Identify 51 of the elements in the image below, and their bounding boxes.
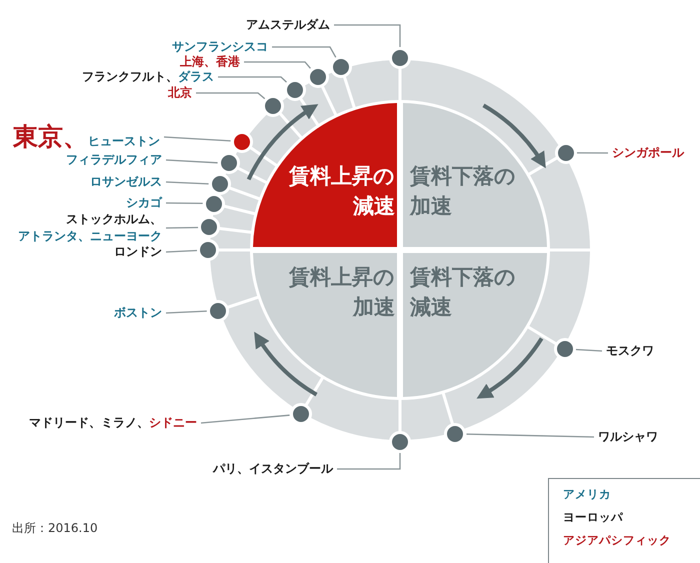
legend-text: ヨーロッパ	[563, 510, 623, 525]
leader-line	[218, 76, 287, 83]
legend-text: アメリカ	[563, 487, 611, 502]
city-name: ワルシャワ	[598, 428, 658, 446]
city-name: ダラス	[178, 68, 214, 86]
leader-line	[576, 152, 608, 154]
city-name: シンガポール	[612, 144, 684, 162]
leader-line	[466, 433, 594, 438]
city-name: パリ、イスタンブール	[213, 460, 333, 478]
city-dot	[389, 47, 411, 69]
city-name: アムステルダム	[246, 16, 330, 34]
leader-line	[334, 24, 401, 47]
leader-line	[337, 453, 401, 470]
city-name: フランクフルト、	[82, 68, 178, 86]
city-name: サンフランシスコ	[172, 38, 268, 55]
city-name: フィラデルフィア	[66, 152, 162, 168]
city-name: マドリード、ミラノ、	[29, 414, 149, 432]
leader-line	[164, 136, 231, 142]
city-name: ボストン	[114, 304, 162, 322]
city-name: 北京	[168, 84, 192, 102]
city-name: モスクワ	[606, 342, 654, 360]
city-name: ヒューストン	[88, 133, 160, 150]
source-note: 出所：2016.10	[12, 520, 98, 537]
quadrant-label: 賃料上昇の減速	[288, 163, 395, 220]
city-name: ロサンゼルス	[90, 174, 162, 190]
leader-line	[166, 181, 209, 185]
city-name: シカゴ	[126, 194, 162, 212]
leader-line	[244, 61, 311, 69]
leader-line	[166, 159, 218, 164]
leader-line	[576, 348, 602, 352]
city-name: アトランタ、ニューヨーク	[18, 228, 162, 245]
leader-line	[166, 250, 198, 253]
city-name: 上海、香港	[180, 54, 240, 70]
leader-line	[166, 310, 207, 314]
quadrant-label: 賃料下落の加速	[410, 163, 517, 220]
leader-line	[166, 226, 198, 229]
city-name: 東京、	[13, 122, 88, 152]
quadrant-sector	[253, 250, 400, 397]
city-name: ストックホルム、	[66, 211, 162, 228]
quadrant-sector	[400, 250, 547, 397]
leader-line	[166, 202, 203, 204]
city-name: シドニー	[149, 414, 197, 432]
leader-line	[272, 46, 336, 58]
quadrant-label: 賃料下落の減速	[410, 264, 517, 321]
leader-line	[200, 414, 290, 424]
quadrant-sector	[400, 103, 547, 250]
quadrant-label: 賃料上昇の加速	[288, 264, 395, 321]
legend-text: アジアパシフィック	[563, 533, 671, 548]
city-name: ロンドン	[114, 244, 162, 260]
quadrant-sector	[253, 103, 400, 250]
leader-line	[196, 92, 266, 100]
